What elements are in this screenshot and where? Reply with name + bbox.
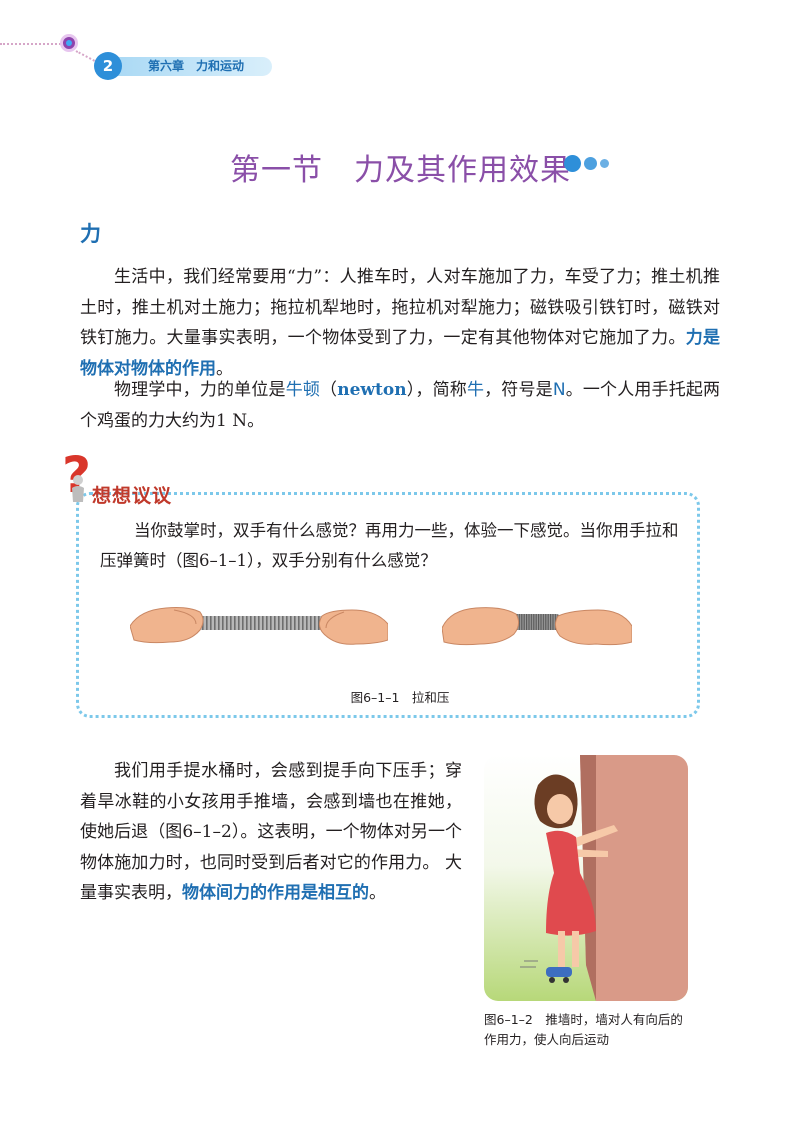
header-ring-icon	[60, 34, 78, 52]
header-chapter-bar	[108, 57, 272, 76]
discussion-label: 想想议议	[92, 485, 173, 507]
section-title: 第一节 力及其作用效果	[230, 153, 571, 188]
header-dotted-line	[0, 43, 64, 45]
stretched-spring-illustration	[130, 607, 388, 645]
title-dots-icon	[564, 153, 612, 172]
discussion-box	[76, 492, 700, 718]
page-number: 2	[94, 52, 122, 80]
chapter-title: 第六章 力和运动	[148, 59, 245, 73]
discussion-text: 当你鼓掌时，双手有什么感觉？再用力一些，体验一下感觉。当你用手拉和压弹簧时（图6…	[100, 521, 679, 570]
definition-highlight: 力是物体对物体的作用	[80, 328, 721, 379]
subsection-heading: 力	[80, 222, 101, 246]
figure-caption-6-1-1: 图6–1–1 拉和压	[350, 690, 450, 705]
wall-push-illustration	[484, 755, 688, 1001]
paragraph-force-definition: 生活中，我们经常要用“力”：人推车时，人对车施加了力，车受了力；推土机推土时，推…	[80, 267, 721, 379]
paragraph-mutual-force: 我们用手提水桶时，会感到提手向下压手；穿着旱冰鞋的小女孩用手推墙，会感到墙也在推…	[80, 761, 462, 903]
thinking-figure-icon	[72, 475, 84, 502]
mutual-force-highlight: 物体间力的作用是相互的	[182, 883, 369, 903]
paragraph-force-unit: 物理学中，力的单位是牛顿（newton），简称牛，符号是N。一个人用手托起两个鸡…	[80, 380, 721, 431]
compressed-spring-illustration	[442, 607, 632, 646]
girl-pushing-wall-drawing	[520, 755, 688, 1001]
figure-caption-6-1-2: 图6–1–2 推墙时，墙对人有向后的 作用力，使人向后运动	[484, 1012, 683, 1047]
